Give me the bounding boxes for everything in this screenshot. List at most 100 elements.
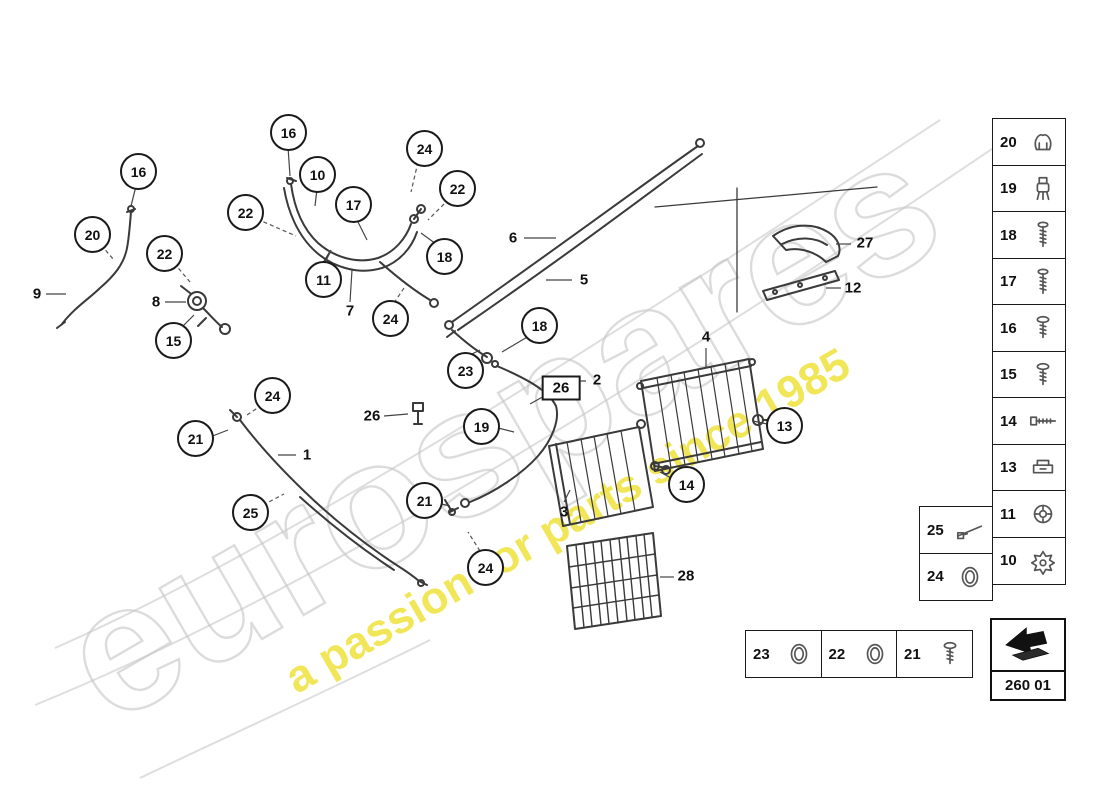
part-label-27[interactable]: 27 — [856, 234, 874, 252]
fastener-number: 21 — [904, 645, 921, 663]
fastener-number: 14 — [1000, 412, 1017, 430]
direction-arrow-icon — [998, 623, 1058, 667]
fastener-cell-25[interactable]: 25 — [919, 506, 993, 554]
fastener-number: 25 — [927, 521, 944, 539]
part-27-bracket — [772, 224, 841, 263]
long-screw-icon — [1028, 217, 1058, 253]
part-callout-24[interactable]: 24 — [467, 549, 504, 586]
fastener-cell-16[interactable]: 16 — [992, 304, 1066, 352]
fastener-cell-10[interactable]: 10 — [992, 536, 1066, 585]
fastener-cell-15[interactable]: 15 — [992, 350, 1066, 399]
fastener-cell-14[interactable]: 14 — [992, 397, 1066, 445]
part-callout-13[interactable]: 13 — [766, 407, 803, 444]
part-1-pipe — [229, 409, 428, 587]
parts-drawing — [56, 138, 878, 630]
part-callout-18[interactable]: 18 — [521, 307, 558, 344]
part-label-1[interactable]: 1 — [302, 446, 312, 464]
cable-tie-icon — [955, 512, 985, 548]
fastener-cell-13[interactable]: 13 — [992, 443, 1066, 492]
part-label-9[interactable]: 9 — [32, 285, 42, 303]
pointer-bracket-lines — [654, 186, 878, 313]
hose-clip-icon — [1028, 124, 1058, 160]
part-callout-14[interactable]: 14 — [668, 466, 705, 503]
fastener-cell-21[interactable]: 21 — [896, 630, 973, 678]
grommet-icon — [1028, 496, 1058, 532]
part-callout-22[interactable]: 22 — [146, 235, 183, 272]
fastener-table-side-column: 25 24 — [919, 506, 993, 601]
fastener-cell-19[interactable]: 19 — [992, 164, 1066, 213]
part-callout-20[interactable]: 20 — [74, 216, 111, 253]
fastener-number: 15 — [1000, 366, 1017, 383]
part-callout-24[interactable]: 24 — [406, 130, 443, 167]
part-callout-18[interactable]: 18 — [426, 238, 463, 275]
diagram-code: 260 01 — [992, 670, 1064, 699]
fastener-number: 17 — [1000, 273, 1017, 290]
fastener-number: 18 — [1000, 226, 1017, 244]
clip-nut-icon — [1028, 543, 1058, 579]
fastener-cell-11[interactable]: 11 — [992, 490, 1066, 538]
fastener-cell-24[interactable]: 24 — [919, 552, 993, 601]
fastener-table-bottom-row: 23 22 21 — [745, 630, 973, 678]
diagram-code-box: 260 01 — [990, 618, 1066, 701]
part-2-pipe — [444, 329, 558, 516]
screw-icon — [1028, 310, 1058, 346]
fastener-number: 22 — [828, 645, 846, 663]
retaining-clip-icon — [1028, 450, 1058, 486]
part-callout-19[interactable]: 19 — [463, 408, 500, 445]
part-7-hose-assembly — [283, 177, 439, 308]
fastener-cell-22[interactable]: 22 — [820, 630, 898, 678]
screw-icon — [935, 636, 965, 672]
part-8-fitting — [180, 285, 231, 335]
part-callout-10[interactable]: 10 — [299, 156, 336, 193]
part-callout-21[interactable]: 21 — [406, 482, 443, 519]
part-12-strip — [762, 270, 840, 301]
part-3-condenser — [548, 419, 671, 527]
part-28-grille — [566, 532, 662, 630]
part-callout-24[interactable]: 24 — [372, 300, 409, 337]
part-label-2[interactable]: 2 — [592, 371, 602, 389]
part-callout-15[interactable]: 15 — [155, 322, 192, 359]
part-label-6[interactable]: 6 — [508, 229, 518, 247]
part-label-7[interactable]: 7 — [345, 302, 355, 320]
leader-lines — [46, 146, 851, 578]
arrow-area — [992, 620, 1064, 670]
fastener-cell-23[interactable]: 23 — [745, 630, 822, 678]
part-callout-17[interactable]: 17 — [335, 186, 372, 223]
part-callout-16[interactable]: 16 — [270, 114, 307, 151]
part-callout-16[interactable]: 16 — [120, 153, 157, 190]
part-label-26-boxed[interactable]: 26 — [541, 375, 581, 401]
fastener-number: 19 — [1000, 180, 1017, 197]
screw-icon — [1028, 357, 1058, 393]
part-label-8[interactable]: 8 — [151, 293, 161, 311]
part-26-sensor — [412, 402, 424, 425]
part-callout-25[interactable]: 25 — [232, 494, 269, 531]
part-callout-22[interactable]: 22 — [439, 170, 476, 207]
fastener-number: 10 — [1000, 552, 1017, 569]
o-ring-icon — [955, 559, 985, 595]
long-screw-icon — [1028, 264, 1058, 300]
fastener-number: 16 — [1000, 319, 1017, 337]
bolt-icon — [1028, 403, 1058, 439]
part-label-4[interactable]: 4 — [701, 328, 711, 346]
valve-icon — [1028, 171, 1058, 207]
fastener-number: 13 — [1000, 459, 1017, 476]
part-callout-11[interactable]: 11 — [305, 261, 342, 298]
fastener-cell-17[interactable]: 17 — [992, 257, 1066, 306]
part-callout-23[interactable]: 23 — [447, 352, 484, 389]
part-callout-22[interactable]: 22 — [227, 194, 264, 231]
o-ring-icon — [860, 636, 890, 672]
part-label-26[interactable]: 26 — [363, 407, 381, 425]
part-label-12[interactable]: 12 — [844, 279, 862, 297]
fastener-cell-18[interactable]: 18 — [992, 211, 1066, 259]
part-label-3[interactable]: 3 — [559, 503, 569, 521]
fastener-table-main-column: 20 19 18 17 16 15 14 13 11 10 — [992, 118, 1066, 585]
fastener-cell-20[interactable]: 20 — [992, 118, 1066, 166]
part-label-5[interactable]: 5 — [579, 271, 589, 289]
part-callout-24[interactable]: 24 — [254, 377, 291, 414]
fastener-number: 11 — [1000, 505, 1016, 523]
fastener-number: 20 — [1000, 133, 1017, 151]
fastener-number: 24 — [927, 568, 944, 585]
part-callout-21[interactable]: 21 — [177, 420, 214, 457]
part-label-28[interactable]: 28 — [677, 567, 695, 585]
